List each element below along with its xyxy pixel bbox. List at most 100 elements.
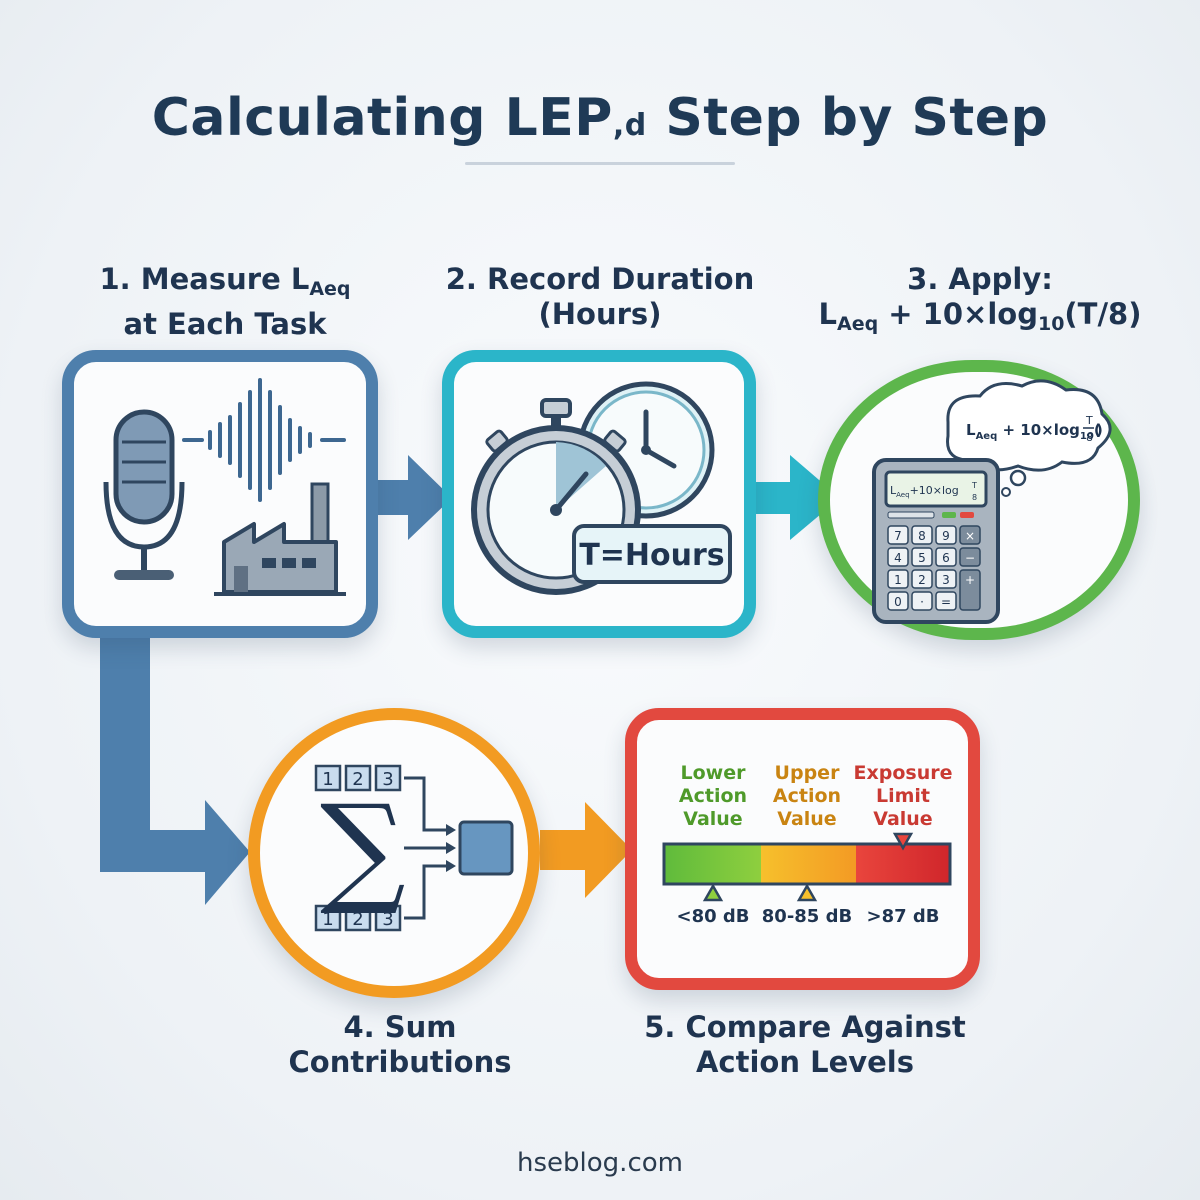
calculator-key-label: = xyxy=(941,595,951,609)
calculator-key-label: 2 xyxy=(918,573,926,587)
calculator-key-label: 4 xyxy=(894,551,902,565)
step-1-card xyxy=(62,350,378,638)
arrow-4-to-5 xyxy=(540,802,632,898)
factory-icon xyxy=(214,482,346,596)
limit-zone xyxy=(856,844,950,884)
microphone-icon xyxy=(103,409,185,580)
calculator-key-label: − xyxy=(965,551,975,565)
result-box xyxy=(458,820,514,876)
lower-zone xyxy=(664,844,762,884)
calculator-key xyxy=(935,591,957,611)
step-4-label: 4. Sum Contributions xyxy=(250,1010,550,1080)
sum-connectors xyxy=(404,776,446,920)
step-2-line1: 2. Record Duration xyxy=(445,262,755,296)
calculator-key xyxy=(911,547,933,567)
thought-fraction-num: T xyxy=(1085,414,1093,427)
thought-fraction-den: 8 xyxy=(1086,431,1093,444)
calculator-key-label: 6 xyxy=(942,551,950,565)
action-level-label-line: Value xyxy=(777,808,837,830)
calculator-key-label: 1 xyxy=(894,573,902,587)
arrow-2-to-3 xyxy=(756,455,840,540)
action-level-label-line: Limit xyxy=(875,785,930,807)
calculator-display: LAeq+10×log xyxy=(890,484,959,499)
calculator-key xyxy=(887,569,909,589)
calculator-key xyxy=(887,547,909,567)
number-box-label: 2 xyxy=(352,909,363,930)
step-3-card: LAeq + 10×log10( T 8 ) LAeq+10×log T 8 7… xyxy=(818,360,1140,640)
step-3-line2-a: L xyxy=(818,297,837,331)
microphone-factory-illustration xyxy=(103,378,346,596)
page-title: Calculating LEP,d Step by Step xyxy=(0,88,1200,148)
calculator-key xyxy=(959,547,981,567)
step-1-line2: at Each Task xyxy=(123,307,327,341)
action-level-bar xyxy=(662,832,952,902)
step-5-label: 5. Compare Against Action Levels xyxy=(620,1010,990,1080)
step-2-line2: (Hours) xyxy=(538,297,662,331)
lower-marker-icon xyxy=(702,883,724,902)
calculator-illustration: LAeq + 10×log10( T 8 ) LAeq+10×log T 8 7… xyxy=(872,379,1112,624)
upper-marker-icon xyxy=(796,883,818,902)
calculator-key-label: 0 xyxy=(894,595,902,609)
action-level-label-line: Lower xyxy=(680,762,746,784)
calculator-key xyxy=(911,591,933,611)
timer-illustration: T=Hours xyxy=(471,381,732,595)
arrow-1-to-4 xyxy=(100,638,250,905)
number-box-label: 1 xyxy=(322,909,333,930)
svg-text:): ) xyxy=(1096,421,1103,439)
step-3-line2-c: (T/8) xyxy=(1064,297,1142,331)
sigma-icon: ∑ xyxy=(320,780,406,919)
number-box xyxy=(344,904,372,932)
calculator-display-num: T xyxy=(971,481,977,490)
calculator-key xyxy=(935,525,957,545)
step-4-line1: 4. Sum xyxy=(343,1010,457,1044)
step-3-line2-sub1: Aeq xyxy=(836,313,879,335)
thought-formula: LAeq + 10×log10( xyxy=(966,421,1101,442)
number-box xyxy=(314,764,342,792)
time-label: T=Hours xyxy=(579,538,724,573)
calculator-key-label: 9 xyxy=(942,529,950,543)
number-box xyxy=(374,764,402,792)
number-box xyxy=(344,764,372,792)
calculator-key xyxy=(935,547,957,567)
step-5-line2: Action Levels xyxy=(695,1045,915,1079)
step-1-line1: 1. Measure L xyxy=(99,262,310,296)
sound-wave-icon xyxy=(182,378,346,502)
step-2-card: T=Hours xyxy=(442,350,756,638)
action-level-label-line: Value xyxy=(873,808,933,830)
action-level-label-line: Value xyxy=(683,808,743,830)
calculator-icon: LAeq+10×log T 8 7 8 9 × 4 5 6 − 1 2 3 +0 · = xyxy=(872,458,1000,624)
calculator-key-label: · xyxy=(920,595,924,609)
calculator-key-label: 3 xyxy=(942,573,950,587)
step-1-line1-sub: Aeq xyxy=(309,278,351,300)
title-underline xyxy=(465,162,735,165)
upper-zone xyxy=(761,844,857,884)
number-box-label: 3 xyxy=(382,909,393,930)
limit-marker-icon xyxy=(892,832,914,851)
calculator-key xyxy=(911,525,933,545)
arrow-1-to-2 xyxy=(378,455,452,540)
calculator-key-label: 5 xyxy=(918,551,926,565)
action-level-label-line: Upper xyxy=(774,762,840,784)
action-level-range: 80-85 dB xyxy=(761,906,853,927)
calculator-key xyxy=(887,525,909,545)
thought-bubble: LAeq + 10×log10( T 8 ) xyxy=(946,379,1112,497)
calculator-key-label: 7 xyxy=(894,529,902,543)
calculator-key-label: + xyxy=(965,573,975,587)
calculator-key-label: × xyxy=(965,529,975,543)
calculator-key xyxy=(959,569,981,611)
calculator-key-label: 8 xyxy=(918,529,926,543)
calculator-key xyxy=(959,525,981,545)
step-3-label: 3. Apply: LAeq + 10×log10(T/8) xyxy=(800,262,1160,342)
action-level-label-line: Exposure xyxy=(853,762,953,784)
calculator-display-den: 8 xyxy=(972,493,977,502)
action-level-label-line: Action xyxy=(678,785,748,807)
step-3-line2-b: + 10×log xyxy=(878,297,1038,331)
